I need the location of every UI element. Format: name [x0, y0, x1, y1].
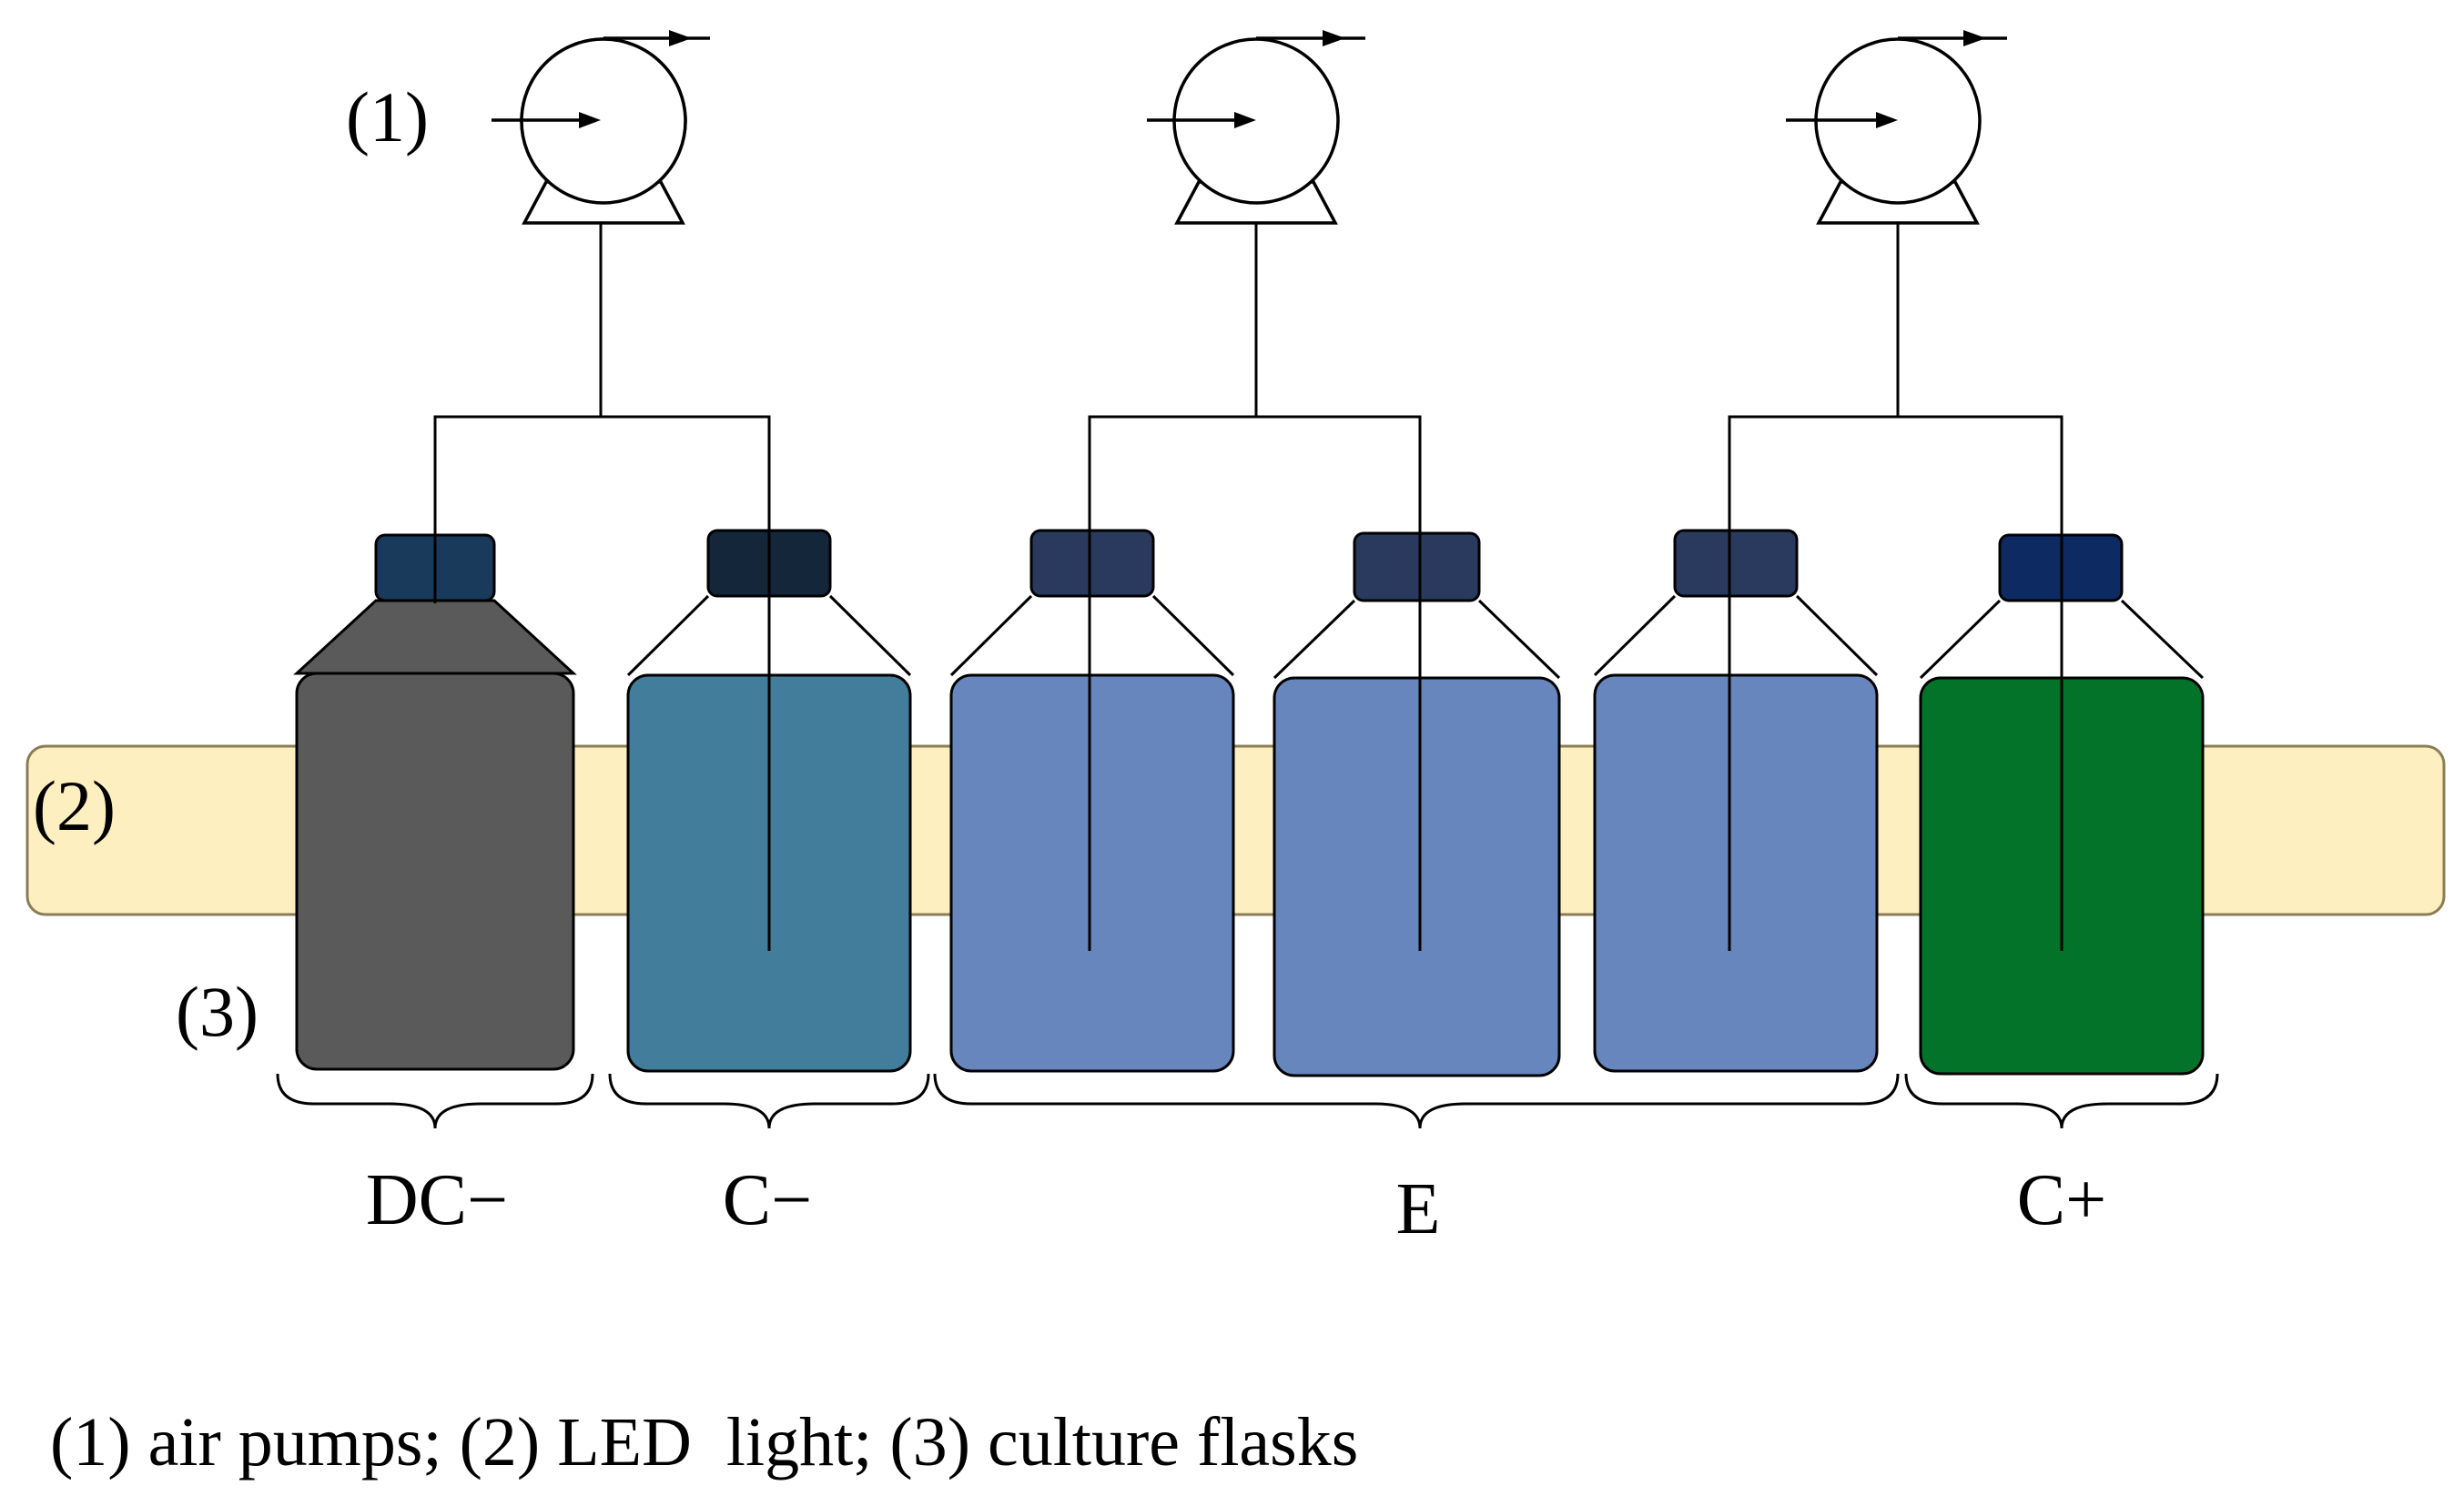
flask-e-3 — [1593, 529, 1879, 1073]
flask-shoulder — [293, 599, 577, 675]
flask-dc-minus — [293, 533, 577, 1071]
group-braces — [276, 1073, 2219, 1129]
tube-pump2-e1 — [1088, 223, 1258, 951]
flask-e-2 — [1273, 531, 1561, 1077]
flask-body — [949, 673, 1235, 1073]
flask-shoulder-right — [1477, 599, 1561, 680]
flask-shoulder-right — [1151, 594, 1235, 677]
group-label-c-plus: C+ — [2017, 1160, 2106, 1240]
tube-pump1-dc-minus — [433, 223, 603, 603]
flask-cap — [1673, 529, 1799, 598]
tube-pump2-e2 — [1256, 415, 1422, 951]
group-label-c-minus: C− — [723, 1160, 812, 1240]
air-tubing — [433, 223, 2063, 951]
curly-brace — [608, 1073, 930, 1129]
flask-shoulder-left — [1593, 594, 1677, 677]
outlet-arrowhead — [669, 30, 692, 46]
flask-cap — [1029, 529, 1155, 598]
curly-brace — [1904, 1073, 2219, 1129]
air-pump-1 — [492, 30, 710, 225]
flask-body — [1273, 676, 1561, 1077]
arrowhead — [579, 112, 601, 128]
flask-body — [295, 672, 575, 1071]
flask-e-1 — [949, 529, 1235, 1073]
flask-shoulder-left — [1919, 599, 2002, 680]
outlet-arrowhead — [1963, 30, 1986, 46]
flask-shoulder-left — [1273, 599, 1356, 680]
tube-pump1-c-minus — [601, 415, 771, 951]
group-label-e: E — [1396, 1169, 1441, 1249]
figure-caption: (1) air pumps; (2) LED light; (3) cultur… — [50, 1404, 1358, 1481]
flask-shoulder-right — [1795, 594, 1879, 677]
marker-light: (2) — [33, 766, 116, 845]
group-label-dc-minus: DC− — [366, 1160, 508, 1240]
marker-flask: (3) — [176, 972, 259, 1051]
curly-brace — [933, 1073, 1900, 1129]
arrowhead — [1234, 112, 1256, 128]
outlet-arrowhead — [1323, 30, 1345, 46]
marker-pump: (1) — [346, 77, 429, 157]
curly-brace — [276, 1073, 594, 1129]
tube-pump3-e3 — [1728, 223, 1900, 951]
flask-shoulder-right — [2120, 599, 2205, 680]
flask-cap — [1353, 531, 1481, 602]
air-pump-3 — [1786, 30, 2007, 225]
flask-shoulder-left — [626, 594, 710, 677]
flask-shoulder-left — [949, 594, 1033, 677]
flask-shoulder-right — [828, 594, 912, 677]
air-pump-2 — [1147, 30, 1365, 225]
arrowhead — [1876, 112, 1898, 128]
tube-pump3-c-plus — [1898, 415, 2063, 951]
flask-body — [1593, 673, 1879, 1073]
